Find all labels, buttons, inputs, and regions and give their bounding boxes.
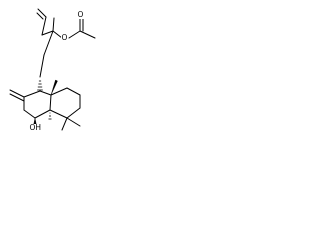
- acetate-group: [68, 18, 96, 39]
- ring-b: [49, 87, 81, 119]
- ring-b-bond-5: [49, 109, 68, 119]
- ring-fusion-bond: [49, 94, 52, 111]
- hydroxyl-label: OH: [29, 123, 42, 132]
- ring-a-bond-3: [23, 109, 36, 119]
- ring-b-bond-2: [66, 87, 81, 96]
- gem-methyl-bond-2: [66, 117, 81, 127]
- methylene-double-bond-2: [9, 93, 25, 102]
- c13-vinyl-bond: [41, 30, 54, 36]
- c13-methyl-bond: [52, 17, 55, 32]
- ester-o-carbonyl-c-bond: [68, 30, 81, 39]
- ring-b-bond-4: [66, 107, 81, 119]
- ring-a-bond-4: [34, 109, 51, 119]
- vinyl-bond-double-outer: [37, 8, 47, 18]
- skeletal-formula-drawing: [9, 8, 96, 131]
- vinyl-bond-double-inner: [36, 12, 44, 20]
- hashed-stereo-bond: [37, 80, 43, 91]
- c12-c11-bond: [39, 54, 45, 78]
- molecule-structure-diagram: O O OH: [0, 0, 107, 133]
- vinyl-bond-single: [41, 16, 47, 36]
- carbonyl-oxygen-label: O: [77, 10, 84, 19]
- ring-a-bond-5: [39, 90, 52, 96]
- gem-methyl-bond-1: [61, 117, 68, 131]
- side-chain: [36, 8, 63, 78]
- ring-a-bond-1: [23, 90, 41, 98]
- ring-b-bond-1: [50, 87, 68, 96]
- ring-a: [23, 90, 52, 119]
- fusion-hash: [48, 112, 52, 120]
- exocyclic-methylene: [9, 89, 25, 102]
- c13-c12-bond: [43, 30, 54, 56]
- methylene-double-bond-1: [9, 89, 25, 98]
- acetyl-methyl-bond: [79, 30, 96, 39]
- angular-methyl-wedge: [50, 79, 58, 96]
- c13-oxygen-bond: [52, 30, 63, 39]
- gem-dimethyl: [61, 117, 81, 131]
- ester-oxygen-label: O: [61, 33, 68, 42]
